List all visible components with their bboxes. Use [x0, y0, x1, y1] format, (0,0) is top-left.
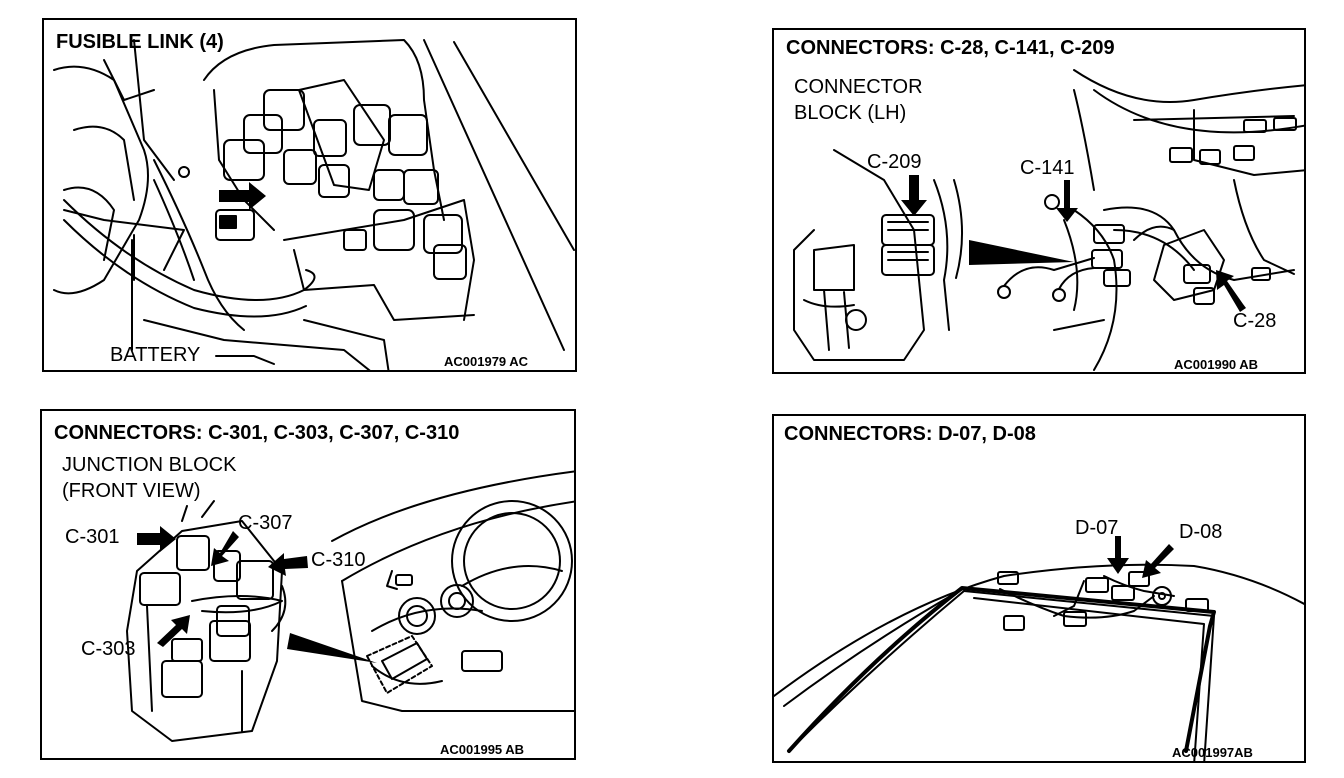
- c141-label: C-141: [1020, 157, 1075, 179]
- connector-block-illustration: [793, 69, 1304, 371]
- panel-title: CONNECTORS: C-301, C-303, C-307, C-310: [54, 422, 460, 444]
- connectors-c28-c141-c209-panel: CONNECTORS: C-28, C-141, C-209 CONNECTOR…: [772, 28, 1306, 374]
- junction-block-illustration: [126, 470, 574, 742]
- figure-code: AC001990 AB: [1174, 357, 1259, 372]
- c301-label: C-301: [65, 526, 120, 548]
- fusible-link-panel: FUSIBLE LINK (4) BATTERY AC001979 AC: [42, 18, 577, 372]
- connector-block-label-line2: BLOCK (LH): [794, 102, 907, 124]
- d07-label: D-07: [1075, 517, 1119, 539]
- junction-block-label-line2: (FRONT VIEW): [62, 480, 201, 502]
- c28-label: C-28: [1233, 310, 1277, 332]
- figure-code: AC001997AB: [1172, 745, 1253, 760]
- roof-harness-illustration: [774, 536, 1304, 761]
- c209-label: C-209: [867, 151, 922, 173]
- connectors-c301-c303-c307-c310-panel: CONNECTORS: C-301, C-303, C-307, C-310 J…: [40, 409, 576, 760]
- connectors-d07-d08-panel: CONNECTORS: D-07, D-08 D-07 D-08 AC00199…: [772, 414, 1306, 763]
- panel-title: CONNECTORS: C-28, C-141, C-209: [786, 37, 1115, 59]
- junction-block-label-line1: JUNCTION BLOCK: [62, 454, 237, 476]
- figure-code: AC001995 AB: [440, 742, 525, 757]
- panel-title: CONNECTORS: D-07, D-08: [784, 423, 1036, 445]
- connector-block-label-line1: CONNECTOR: [794, 76, 923, 98]
- c310-label: C-310: [311, 549, 366, 571]
- engine-bay-fuse-box-illustration: [53, 39, 575, 370]
- c307-label: C-307: [238, 512, 293, 534]
- panel-title: FUSIBLE LINK (4): [56, 31, 224, 53]
- d08-label: D-08: [1179, 521, 1223, 543]
- c303-label: C-303: [81, 638, 136, 660]
- battery-label: BATTERY: [110, 344, 201, 366]
- figure-code: AC001979 AC: [444, 354, 529, 369]
